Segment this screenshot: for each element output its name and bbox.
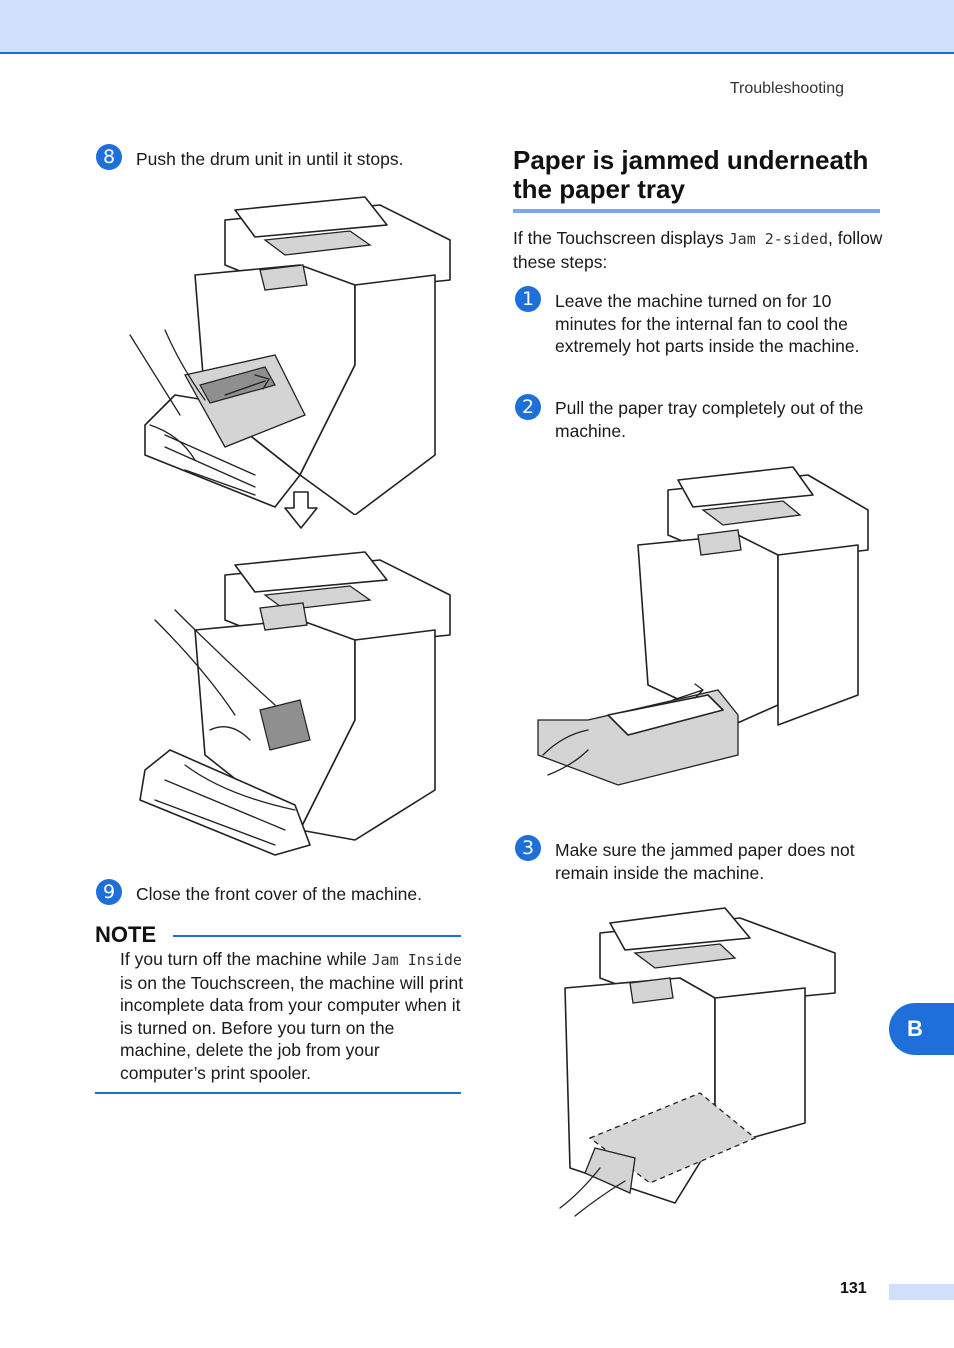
step-9-badge: 9 (96, 879, 122, 905)
note-top-rule (173, 935, 461, 937)
step-8-badge: 8 (96, 144, 122, 170)
step-1-text: Leave the machine turned on for 10 minut… (555, 291, 860, 356)
note-body: If you turn off the machine while Jam In… (120, 948, 465, 1084)
top-header-bar (0, 0, 954, 54)
intro-text: If the Touchscreen displays Jam 2-sided,… (513, 227, 883, 273)
chapter-tab-b: B (889, 1003, 954, 1055)
step-3-text: Make sure the jammed paper does not rema… (555, 840, 855, 883)
note-text-1: If you turn off the machine while (120, 949, 372, 969)
drum-installed-illustration (139, 551, 451, 856)
step-2-text: Pull the paper tray completely out of th… (555, 398, 864, 441)
intro-text-b: , follow these steps: (513, 228, 883, 272)
down-arrow-icon (284, 491, 318, 529)
step-9-text: Close the front cover of the machine. (136, 884, 422, 904)
intro-text-a: If the Touchscreen displays (513, 228, 729, 248)
step-2-badge: 2 (515, 394, 541, 420)
step-8-text: Push the drum unit in until it stops. (136, 149, 404, 169)
page-number-bar (889, 1284, 954, 1300)
paper-tray-removal-illustration (537, 466, 869, 786)
page-number: 131 (840, 1280, 867, 1297)
heading-underline (513, 209, 880, 213)
note-code: Jam Inside (371, 951, 462, 969)
note-title: NOTE (95, 922, 157, 947)
note-bottom-rule (95, 1092, 461, 1094)
step-3-badge: 3 (515, 835, 541, 861)
note-text-2: is on the Touchscreen, the machine will … (120, 972, 464, 1083)
running-title: Troubleshooting (729, 80, 844, 97)
section-heading: Paper is jammed underneath the paper tra… (513, 145, 869, 204)
step-1-badge: 1 (515, 286, 541, 312)
intro-code: Jam 2-sided (728, 230, 828, 248)
drum-push-illustration (129, 196, 451, 515)
jammed-paper-check-illustration (559, 907, 836, 1217)
